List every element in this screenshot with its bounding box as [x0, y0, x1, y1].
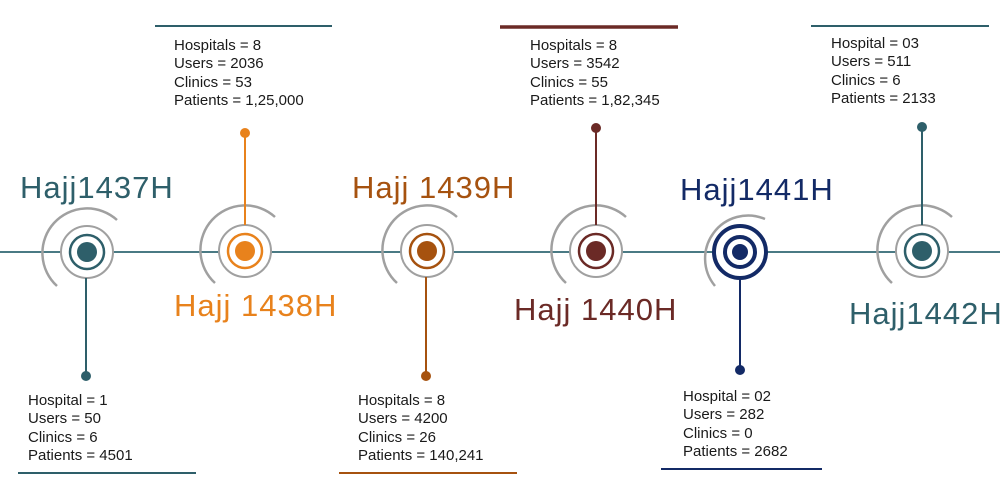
stat-clinics: Clinics = 6 — [28, 428, 98, 446]
stat-patients: Patients = 2133 — [831, 89, 936, 107]
stat-patients: Patients = 140,241 — [358, 446, 484, 464]
stat-clinics: Clinics = 53 — [174, 73, 252, 91]
ring-inner — [408, 232, 446, 270]
connector-dot — [81, 371, 91, 381]
stat-clinics: Clinics = 0 — [683, 424, 753, 442]
stat-patients: Patients = 4501 — [28, 446, 133, 464]
stat-hospitals: Hospital = 02 — [683, 388, 771, 405]
year-label-1441: Hajj1441H — [680, 172, 834, 207]
ring-arc-outer — [703, 214, 766, 287]
ring-arc-outer — [876, 204, 953, 284]
year-label-1437: Hajj1437H — [20, 170, 174, 205]
stat-users: Users = 50 — [28, 410, 101, 428]
stat-patients: Patients = 1,25,000 — [174, 91, 304, 109]
stat-patients: Patients = 2682 — [683, 442, 788, 460]
stats-block-1441: Hospital = 02 Users = 282 Clinics = 0 Pa… — [683, 388, 788, 461]
connector-dot — [591, 123, 601, 133]
stat-users: Users = 3542 — [530, 55, 620, 73]
milestone-1438 — [155, 25, 332, 284]
stat-hospitals: Hospital = 03 — [831, 35, 919, 52]
connector-dot — [421, 371, 431, 381]
year-label-1442: Hajj1442H — [849, 296, 1000, 331]
ring-inner — [723, 235, 757, 269]
stat-patients: Patients = 1,82,345 — [530, 91, 660, 109]
node-center — [912, 241, 932, 261]
stat-clinics: Clinics = 26 — [358, 428, 436, 446]
node-center — [417, 241, 437, 261]
milestone-1440 — [500, 25, 678, 284]
stat-hospitals: Hospitals = 8 — [358, 392, 446, 409]
milestone-1442 — [811, 25, 989, 284]
connector-dot — [735, 365, 745, 375]
stats-block-1440: Hospitals = 8 Users = 3542 Clinics = 55 … — [530, 37, 660, 110]
stats-block-1438: Hospitals = 8 Users = 2036 Clinics = 53 … — [174, 37, 304, 110]
ring-arc-outer — [381, 204, 458, 284]
connector-dot — [917, 122, 927, 132]
node-center — [586, 241, 606, 261]
stat-hospitals: Hospitals = 8 — [530, 37, 618, 54]
year-label-1438: Hajj 1438H — [174, 288, 338, 323]
node-center — [732, 244, 748, 260]
stats-block-1442: Hospital = 03 Users = 511 Clinics = 6 Pa… — [831, 35, 936, 108]
ring-inner — [903, 232, 941, 270]
node-center — [77, 242, 97, 262]
milestone-1441 — [661, 214, 822, 470]
milestone-1439 — [339, 204, 517, 474]
stat-users: Users = 4200 — [358, 410, 448, 428]
year-label-1440: Hajj 1440H — [514, 292, 678, 327]
ring-inner — [68, 233, 106, 271]
stat-clinics: Clinics = 55 — [530, 73, 608, 91]
connector-dot — [240, 128, 250, 138]
ring-arc-outer — [199, 204, 276, 284]
stat-hospitals: Hospitals = 8 — [174, 37, 262, 54]
ring-inner — [226, 232, 264, 270]
stat-users: Users = 511 — [831, 53, 912, 71]
stat-hospitals: Hospital = 1 — [28, 392, 108, 409]
ring-arc-outer — [41, 207, 118, 287]
stat-users: Users = 282 — [683, 406, 765, 424]
stats-block-1437: Hospital = 1 Users = 50 Clinics = 6 Pati… — [28, 392, 133, 465]
node-center — [235, 241, 255, 261]
ring-inner — [577, 232, 615, 270]
ring-arc-outer — [550, 204, 627, 284]
milestone-1437 — [18, 207, 196, 474]
stat-users: Users = 2036 — [174, 55, 264, 73]
year-label-1439: Hajj 1439H — [352, 170, 516, 205]
stats-block-1439: Hospitals = 8 Users = 4200 Clinics = 26 … — [358, 392, 484, 465]
stat-clinics: Clinics = 6 — [831, 71, 901, 89]
